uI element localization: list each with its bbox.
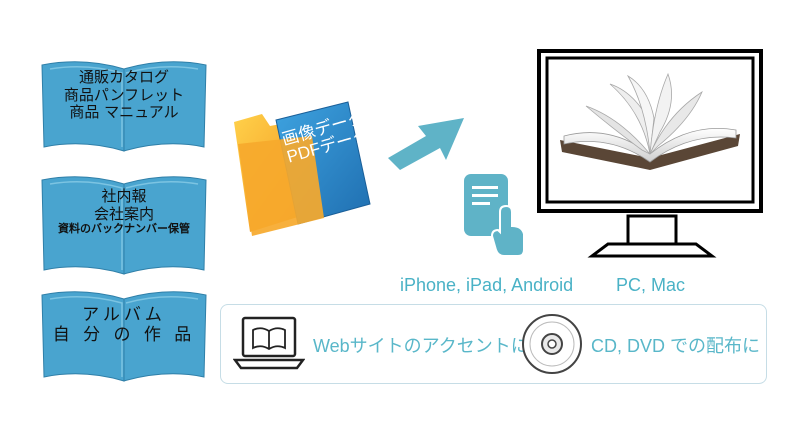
book-album-line-1: アルバム: [82, 305, 166, 325]
book-catalog-line-3: 商品 マニュアル: [69, 103, 179, 122]
book-company-line-1: 社内報: [101, 187, 147, 205]
disc-icon: [522, 314, 582, 374]
book-album: アルバム 自 分 の 作 品: [38, 285, 210, 385]
open-book-icon: [41, 176, 207, 275]
book-company: 社内報 会社案内 資料のバックナンバー保管: [38, 170, 210, 278]
mobile-devices-label: iPhone, iPad, Android: [400, 275, 574, 295]
disc-use-label: CD, DVD での配布に: [591, 336, 761, 356]
folder-icon: [234, 101, 371, 236]
arrow-right-icon: [388, 118, 464, 170]
web-use-label: Webサイトのアクセントに: [313, 336, 529, 356]
book-album-line-2: 自 分 の 作 品: [52, 325, 196, 346]
book-company-line-2: 会社案内: [93, 204, 154, 223]
open-book-photo: [560, 72, 740, 170]
open-book-icon: [41, 291, 207, 382]
smartphone-tap-icon: [464, 174, 525, 257]
desktop-devices-label: PC, Mac: [616, 275, 686, 295]
laptop-icon: [233, 316, 305, 370]
usage-panel: Webサイトのアクセントに CD, DVD での配布に: [220, 304, 767, 384]
book-company-line-3: 資料のバックナンバー保管: [58, 222, 190, 236]
book-catalog-line-2: 商品パンフレット: [63, 85, 185, 104]
book-catalog-line-1: 通販カタログ: [78, 68, 169, 86]
open-book-icon: [41, 61, 207, 152]
data-folder: 画像データ PDFデータ: [228, 100, 374, 240]
book-catalog: 通販カタログ 商品パンフレット 商品 マニュアル: [38, 55, 210, 155]
